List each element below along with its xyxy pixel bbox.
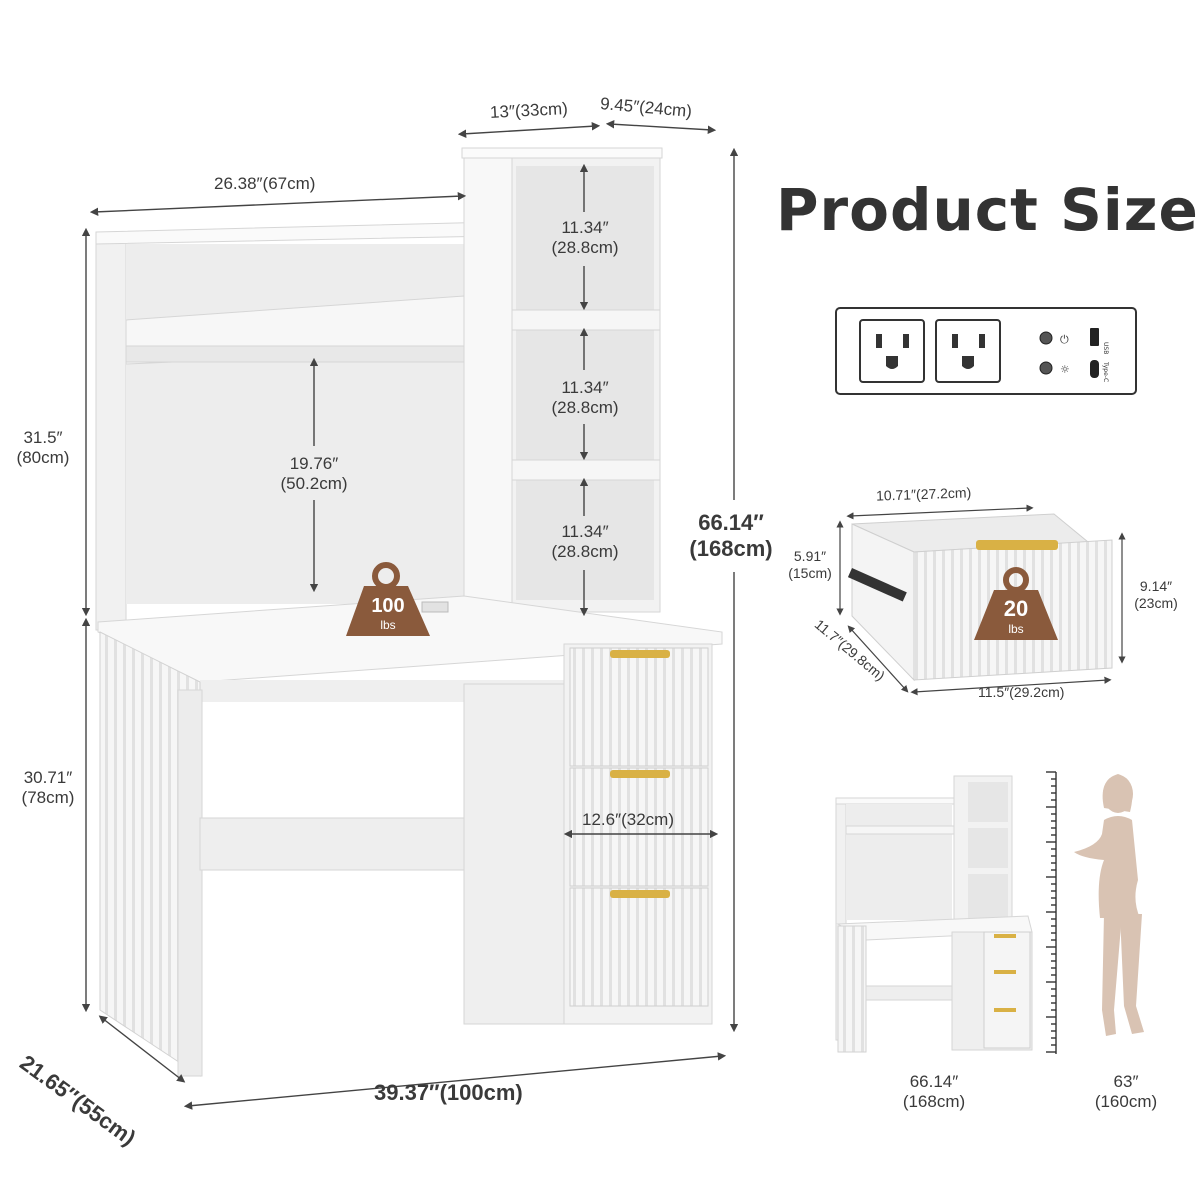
total-height-value: 66.14″	[698, 510, 764, 535]
comparison-person-height-label: 63″ (160cm)	[1076, 1072, 1176, 1113]
drawer-height-label: 5.91″ (15cm)	[782, 548, 838, 582]
outlet-panel: ⏻ ☼ USB Type-C	[835, 307, 1137, 395]
clearance-value: 19.76″	[289, 454, 339, 473]
desk-outlet-icon	[421, 601, 449, 613]
hutch-height-value: 31.5″	[23, 428, 63, 447]
power-symbol-icon: ⏻	[1060, 333, 1069, 346]
drawer-detail-illustration	[847, 513, 1113, 682]
hutch-width-label: 26.38″(67cm)	[214, 174, 316, 193]
light-button-icon	[1039, 361, 1053, 375]
drawer-height-metric: (15cm)	[788, 564, 832, 581]
drawer-width-top-label: 10.71″(27.2cm)	[875, 484, 972, 504]
shelf-mid-metric: (28.8cm)	[551, 398, 619, 418]
drawer-dimension-lines	[836, 504, 1126, 696]
shelf-bottom-height-label: 11.34″ (28.8cm)	[540, 522, 630, 563]
typec-port-icon	[1090, 360, 1099, 378]
comparison-person-height-value: 63″	[1113, 1072, 1139, 1091]
shelf-top-height-label: 11.34″ (28.8cm)	[540, 218, 630, 259]
page-title: Product Size	[776, 176, 1199, 244]
shelf-mid-value: 11.34″	[561, 378, 609, 397]
light-symbol-icon: ☼	[1060, 363, 1070, 376]
comparison-desk-height-value: 66.14″	[909, 1072, 959, 1091]
shelf-top-metric: (28.8cm)	[551, 238, 619, 258]
shelf-mid-height-label: 11.34″ (28.8cm)	[540, 378, 630, 419]
drawer-detail-handle	[976, 540, 1058, 550]
drawer-handle	[610, 770, 670, 778]
weight-100-value: 100	[371, 595, 405, 617]
hutch-height-label: 31.5″ (80cm)	[8, 428, 78, 469]
drawer-handle	[610, 890, 670, 898]
desk-height-metric: (78cm)	[21, 788, 75, 808]
drawer-height-value: 5.91″	[793, 548, 827, 564]
tower-width-label: 13″(33cm)	[489, 98, 569, 123]
shelf-bottom-metric: (28.8cm)	[551, 542, 619, 562]
height-ruler	[1046, 771, 1057, 1054]
clearance-metric: (50.2cm)	[280, 474, 348, 494]
weight-badge-100-text: 100 lbs	[346, 594, 430, 632]
weight-20-unit: lbs	[1008, 622, 1024, 637]
drawer-handle	[610, 650, 670, 658]
hutch-height-metric: (80cm)	[16, 448, 70, 468]
weight-badge-20-text: 20 lbs	[974, 596, 1058, 637]
ac-outlet-icon	[859, 319, 925, 383]
desk-height-value: 30.71″	[23, 768, 73, 787]
comparison-person-height-metric: (160cm)	[1094, 1092, 1158, 1112]
desk-width-label: 39.37″(100cm)	[374, 1080, 523, 1105]
total-height-label: 66.14″ (168cm)	[676, 510, 786, 563]
usb-port-icon	[1090, 328, 1099, 346]
comparison-desk-height-metric: (168cm)	[902, 1092, 966, 1112]
drawer-width-label: 12.6″(32cm)	[582, 810, 674, 829]
weight-badge-20-icon	[974, 567, 1058, 640]
person-silhouette	[1074, 774, 1144, 1036]
clearance-height-label: 19.76″ (50.2cm)	[266, 454, 362, 495]
power-button-icon	[1039, 331, 1053, 345]
drawer-front-height-metric: (23cm)	[1134, 594, 1178, 611]
drawer-front-width-label: 11.5″(29.2cm)	[978, 684, 1065, 700]
shelf-bottom-value: 11.34″	[561, 522, 609, 541]
weight-20-value: 20	[1003, 596, 1029, 621]
typec-label: Type-C	[1102, 361, 1109, 382]
weight-100-unit: lbs	[380, 618, 396, 632]
total-height-metric: (168cm)	[689, 536, 773, 562]
drawer-front-height-label: 9.14″ (23cm)	[1126, 578, 1186, 612]
comparison-desk-height-label: 66.14″ (168cm)	[886, 1072, 982, 1113]
usb-label: USB	[1102, 342, 1109, 354]
desk-height-label: 30.71″ (78cm)	[10, 768, 86, 809]
weight-badge-100-icon	[346, 562, 430, 636]
ac-outlet-icon	[935, 319, 1001, 383]
main-dimension-lines	[81, 120, 739, 1110]
shelf-top-value: 11.34″	[561, 218, 609, 237]
drawer-front-height-value: 9.14″	[1139, 578, 1173, 594]
comparison-desk-illustration	[835, 775, 1033, 1053]
